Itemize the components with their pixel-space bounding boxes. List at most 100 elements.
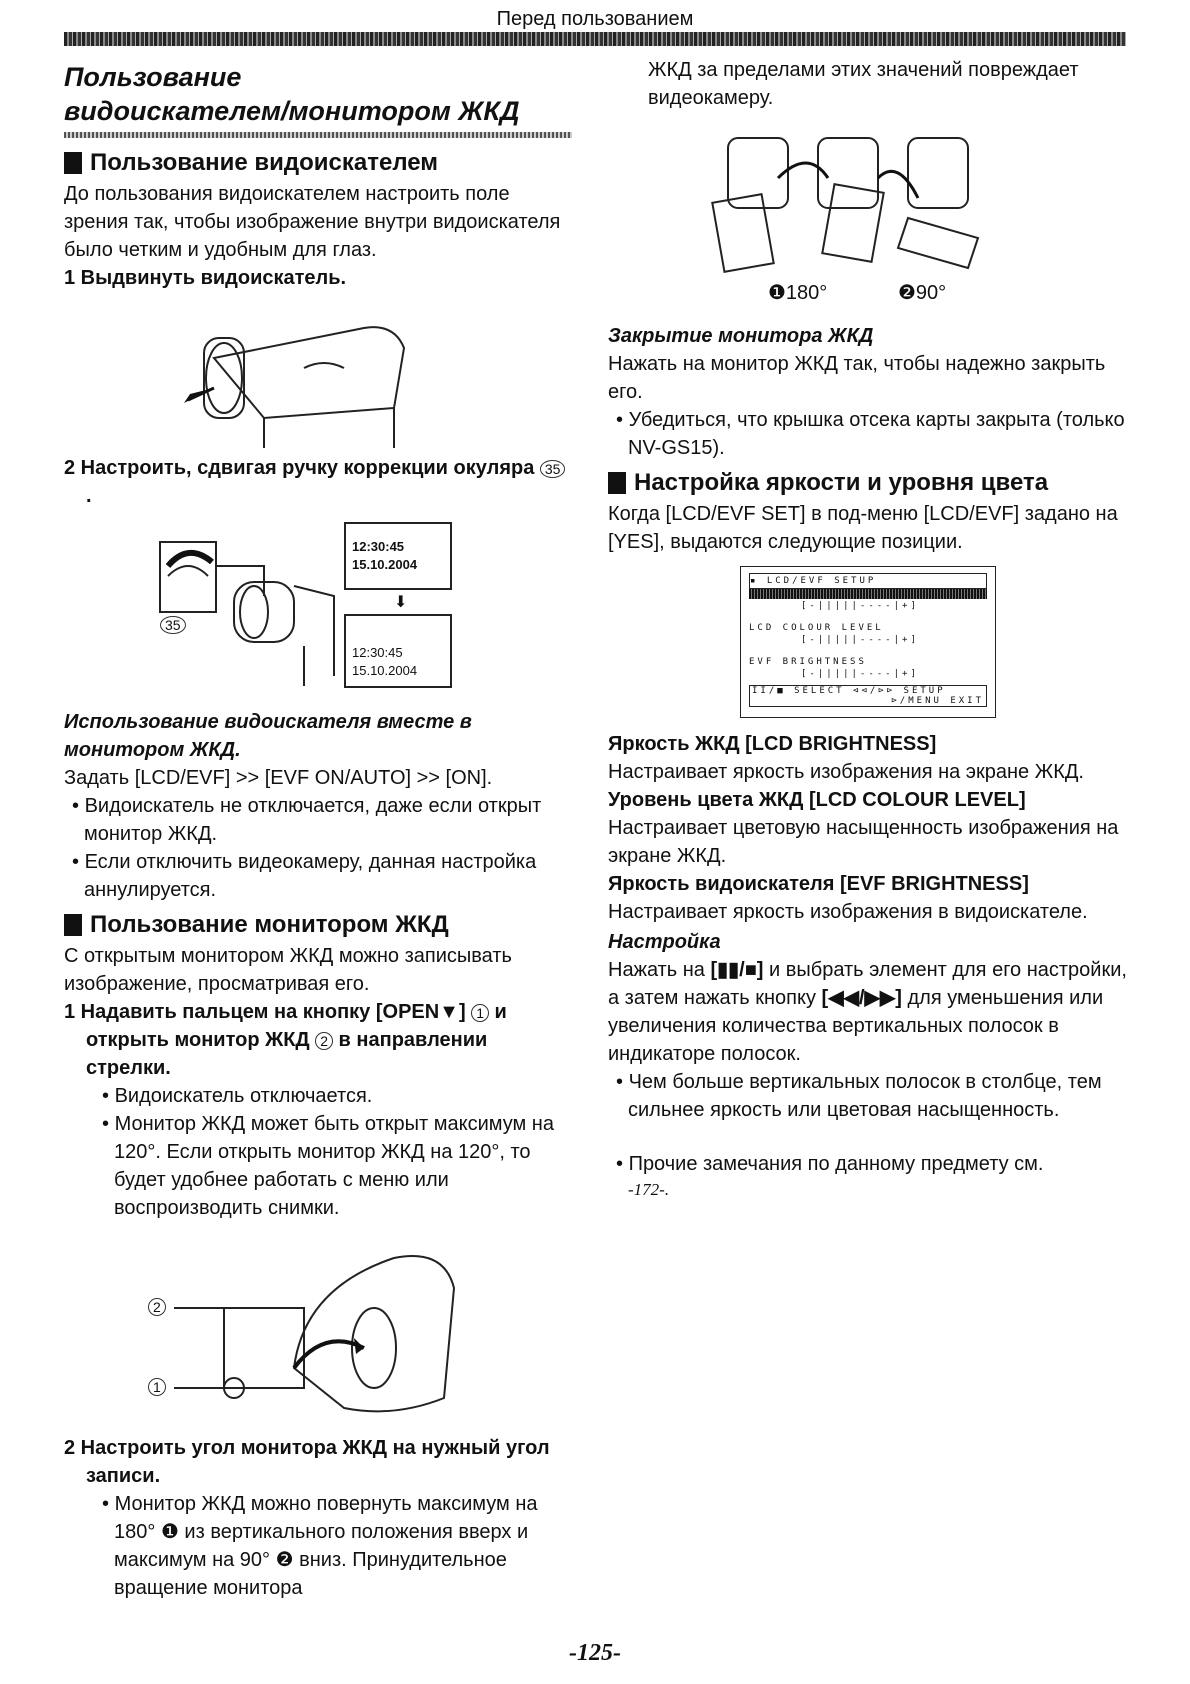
bullet-text: Если отключить видеокамеру, данная настр… xyxy=(84,851,537,901)
diopter-illustration: 35 12:30:45 15.10.2004 ⬇ 12:30:45 15.10.… xyxy=(64,516,570,702)
page-reference: -172-. xyxy=(628,1180,670,1199)
title-underline xyxy=(64,132,572,138)
title-line1: Пользование xyxy=(64,62,242,92)
diopter-knob-icon xyxy=(159,541,335,686)
time-blurred: 12:30:45 xyxy=(352,539,405,554)
section-brightness: Настройка яркости и уровня цвета xyxy=(608,468,1128,498)
brightness-text: Когда [LCD/EVF SET] в под-меню [LCD/EVF]… xyxy=(608,503,1118,553)
bullet-text: Монитор ЖКД можно повернуть максимум на … xyxy=(114,1493,538,1543)
section-heading: Пользование монитором ЖКД xyxy=(90,911,449,938)
ref-2: 2 xyxy=(315,1032,333,1050)
lcd-brightness-heading: Яркость ЖКД [LCD BRIGHTNESS] xyxy=(608,733,937,755)
menu-bar-2: [-|||||----|+] xyxy=(801,635,919,645)
section-viewfinder: Пользование видоискателем xyxy=(64,148,570,178)
menu-footer: II/■ SELECT ⊲⊲/⊳⊳ SETUP ⊳/MENU EXIT xyxy=(749,685,987,707)
page-header: Перед пользованием xyxy=(496,8,694,30)
ref-35: 35 xyxy=(539,460,566,478)
lcd-rotation-icon xyxy=(711,137,980,273)
lcd-step-1: 1 Надавить пальцем на кнопку [OPEN▼] 1 и… xyxy=(64,998,570,1082)
rew-ff-key: [◀◀/▶▶] xyxy=(821,987,902,1009)
step-text: 1 Надавить пальцем на кнопку [OPEN▼] xyxy=(64,1001,466,1023)
camera-icon: ▪ xyxy=(750,576,767,586)
number-2-icon: ❷ xyxy=(275,1549,294,1571)
square-icon xyxy=(608,472,626,494)
camera-open-icon xyxy=(174,1255,456,1413)
arrow-down-icon: ⬇ xyxy=(394,594,408,611)
title-line2: видоискателем/монитором ЖКД xyxy=(64,96,520,126)
bullet-text: из вертикального положения вверх и макси… xyxy=(114,1521,529,1571)
subhead-setup: Настройка xyxy=(608,931,721,953)
square-icon xyxy=(64,152,82,174)
rotation-illustration: ❶180° ❷90° xyxy=(648,118,1128,308)
evf-brightness-text: Настраивает яркость изображения в видоис… xyxy=(608,901,1088,923)
number-1-icon: ❶ xyxy=(160,1521,179,1543)
lcd-brightness-text: Настраивает яркость изображения на экран… xyxy=(608,761,1084,783)
menu-item-colour: LCD COLOUR LEVEL xyxy=(749,623,884,633)
pause-stop-key: [▮▮/■] xyxy=(710,959,764,981)
step-text: и открыть монитор ЖКД xyxy=(86,1001,507,1051)
step-1: 1 Выдвинуть видоискатель. xyxy=(64,267,347,289)
setup-text: Нажать на [▮▮/■] и выбрать элемент для е… xyxy=(608,956,1128,1068)
bullet: • Убедиться, что крышка отсека карты зак… xyxy=(616,409,1125,459)
menu-bar-1: [-|||||----|+] xyxy=(801,601,919,611)
section-heading: Пользование видоискателем xyxy=(90,149,439,176)
header-bar xyxy=(64,32,1126,46)
lcd-step-2: 2 Настроить угол монитора ЖКД на нужный … xyxy=(64,1437,550,1487)
step-2-end: . xyxy=(86,485,92,507)
bullet-text: Чем больше вертикальных полосок в столбц… xyxy=(628,1071,1102,1121)
bullet: • Если отключить видеокамеру, данная нас… xyxy=(72,851,537,901)
page-number: -125- xyxy=(569,1640,621,1666)
section-lcd: Пользование монитором ЖКД xyxy=(64,910,570,940)
bullet-other: • Прочие замечания по данному предмету с… xyxy=(616,1153,1044,1175)
bullet: • Видоискатель не отключается, даже если… xyxy=(72,795,542,845)
viewfinder-illustration xyxy=(64,298,570,448)
page-title: Пользование видоискателем/монитором ЖКД xyxy=(64,60,570,128)
step-2-text: 2 Настроить, сдвигая ручку коррекции оку… xyxy=(64,457,540,479)
square-icon xyxy=(64,914,82,936)
menu-title-text: LCD/EVF SETUP xyxy=(766,576,877,586)
left-column: Пользование видоискателем/монитором ЖКД … xyxy=(64,56,572,1602)
camera-extend-icon xyxy=(184,326,406,448)
menu-bar-3: [-|||||----|+] xyxy=(801,669,919,679)
fig-ref-1: 1 xyxy=(148,1378,166,1396)
bullet-text: Монитор ЖКД может быть открыт максимум н… xyxy=(114,1113,554,1219)
menu-footer-1: II/■ SELECT ⊲⊲/⊳⊳ SETUP xyxy=(752,686,946,696)
bullet-text: вниз. Принудительное вращение монитора xyxy=(114,1549,507,1599)
menu-highlight xyxy=(749,589,987,599)
bullet-text: Видоискатель отключается. xyxy=(114,1085,373,1107)
lcd-colour-text: Настраивает цветовую насыщенность изобра… xyxy=(608,817,1119,867)
menu-item-evf: EVF BRIGHTNESS xyxy=(749,657,867,667)
continuation-text: ЖКД за пределами этих значений повреждае… xyxy=(648,59,1079,109)
viewfinder-text: До пользования видоискателем настроить п… xyxy=(64,183,561,261)
setup-text-2: и выбрать элемент для его настройки, а з… xyxy=(608,959,1127,1009)
evf-brightness-heading: Яркость видоискателя [EVF BRIGHTNESS] xyxy=(608,873,1029,895)
subhead-combined: Использование видоискателя вместе в мони… xyxy=(64,711,472,761)
bullet: • Видоискатель отключается. xyxy=(102,1085,373,1107)
display-blurred: 12:30:45 15.10.2004 xyxy=(344,522,452,590)
lcd-colour-heading: Уровень цвета ЖКД [LCD COLOUR LEVEL] xyxy=(608,789,1026,811)
subhead-close: Закрытие монитора ЖКД xyxy=(608,325,874,347)
menu-footer-2: ⊳/MENU EXIT xyxy=(891,696,984,706)
angle-180: ❶180° xyxy=(768,282,828,304)
display-sharp: 12:30:45 15.10.2004 xyxy=(344,614,452,688)
bullet: • Монитор ЖКД может быть открыт максимум… xyxy=(102,1113,554,1219)
step-text: в направлении стрелки. xyxy=(86,1029,488,1079)
combined-text: Задать [LCD/EVF] >> [EVF ON/AUTO] >> [ON… xyxy=(64,767,493,789)
bullet-text: Прочие замечания по данному предмету см. xyxy=(628,1153,1044,1175)
fig-ref-2: 2 xyxy=(148,1298,166,1316)
fig-ref-35: 35 xyxy=(160,616,186,634)
menu-title: ▪ LCD/EVF SETUP xyxy=(749,573,987,589)
step-2: 2 Настроить, сдвигая ручку коррекции оку… xyxy=(64,454,570,510)
date-sharp: 15.10.2004 xyxy=(352,663,418,678)
bullet: • Чем больше вертикальных полосок в стол… xyxy=(616,1071,1102,1121)
close-text: Нажать на монитор ЖКД так, чтобы надежно… xyxy=(608,353,1106,403)
right-column: ЖКД за пределами этих значений повреждае… xyxy=(608,56,1128,1202)
lcd-text: С открытым монитором ЖКД можно записыват… xyxy=(64,945,512,995)
section-heading: Настройка яркости и уровня цвета xyxy=(634,469,1049,496)
bullet-text: Убедиться, что крышка отсека карты закры… xyxy=(628,409,1125,459)
setup-text-3: для уменьшения или увеличения количества… xyxy=(608,987,1104,1065)
angle-90: ❷90° xyxy=(898,282,947,304)
setup-text-1: Нажать на xyxy=(608,959,711,981)
bullet-text: Видоискатель не отключается, даже если о… xyxy=(84,795,542,845)
date-blurred: 15.10.2004 xyxy=(352,557,418,572)
